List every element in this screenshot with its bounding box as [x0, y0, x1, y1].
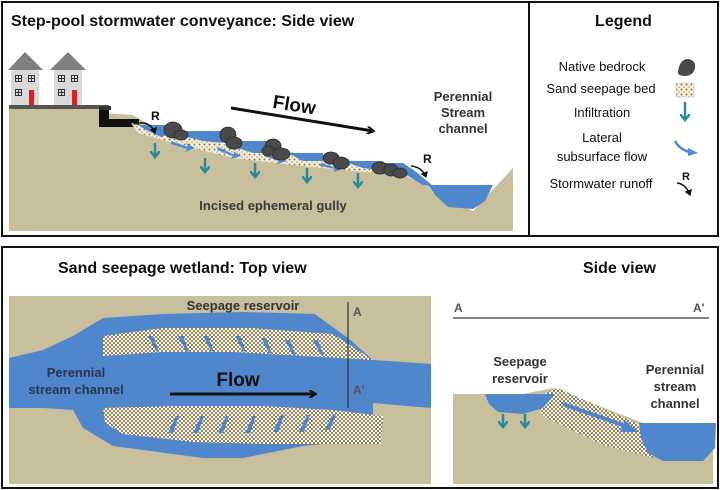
bedrock-icon	[677, 59, 696, 76]
top-view-reservoir-label: Seepage reservoir	[187, 298, 300, 313]
side-reservoir-label-1: Seepage	[493, 354, 546, 369]
top-view-sand-upper	[103, 328, 373, 360]
legend-label-lateral-2: subsurface flow	[556, 149, 648, 164]
outlet-pipe	[99, 107, 139, 127]
pipe-grate	[99, 106, 111, 110]
legend-title: Legend	[595, 13, 652, 30]
legend-icons: R	[673, 59, 698, 196]
side-view-infiltration-arrows	[503, 414, 525, 426]
lateral-flow-arrow-icon	[673, 140, 698, 156]
perennial-stream-water	[428, 185, 493, 209]
perennial-label-line-2: Stream	[441, 105, 485, 120]
bedrock-rocks	[163, 121, 408, 179]
gully-label: Incised ephemeral gully	[199, 198, 347, 213]
section-label-a-prime: Aʹ	[353, 383, 365, 397]
top-view-sand-lower	[103, 406, 383, 444]
runoff-arrow-icon	[676, 182, 693, 196]
wetland-diagrams: A Aʹ Flow Seepage reservoir Perennial st…	[9, 296, 716, 484]
runoff-icon-label: R	[682, 171, 690, 183]
step-pool-title: Step-pool stormwater conveyance: Side vi…	[11, 13, 355, 30]
legend-panel: Legend Native bedrock Sand seepage bed I…	[528, 1, 719, 237]
flow-arrow	[230, 106, 373, 131]
road	[9, 105, 109, 109]
house-1	[8, 52, 43, 105]
top-view-stream-label-2: stream channel	[28, 382, 123, 397]
side-section-label-a-prime: Aʹ	[693, 301, 705, 315]
house-2	[50, 52, 86, 105]
side-section-label-a: A	[454, 301, 463, 315]
side-view-stream-water	[639, 423, 716, 461]
step-pool-2	[178, 131, 223, 143]
runoff-label-2: R	[423, 152, 432, 166]
top-view-lateral-arrows-lower	[168, 414, 336, 433]
perennial-label-line-1: Perennial	[434, 89, 493, 104]
perennial-label-line-3: channel	[438, 121, 487, 136]
top-view-lateral-arrows-upper	[148, 336, 324, 356]
side-view-lateral-arrow	[562, 402, 638, 432]
step-pool-4	[288, 153, 323, 161]
side-reservoir-label-2: reservoir	[492, 371, 548, 386]
top-view-flow-label: Flow	[216, 370, 259, 391]
step-pool-diagram: Flow R R Perennial Stream channel Incise…	[8, 52, 513, 231]
side-stream-label-2: stream	[654, 379, 697, 394]
legend-label-sand-bed: Sand seepage bed	[546, 81, 656, 96]
section-label-a: A	[353, 305, 362, 319]
legend-label-bedrock: Native bedrock	[558, 59, 646, 74]
wetland-panel: Sand seepage wetland: Top view Side view	[1, 246, 719, 489]
side-view-reservoir-water	[485, 394, 555, 414]
legend-label-lateral-1: Lateral	[582, 130, 622, 145]
ground	[9, 107, 513, 231]
sand-bed-icon	[675, 82, 695, 98]
infiltration-arrows	[155, 143, 358, 186]
legend-label-infiltration: Infiltration	[573, 105, 631, 120]
top-view-title: Sand seepage wetland: Top view	[58, 260, 307, 277]
runoff-arrow-1	[138, 122, 158, 134]
top-view-stream-label-1: Perennial	[47, 365, 106, 380]
side-stream-label-1: Perennial	[646, 362, 705, 377]
runoff-arrow-2	[410, 165, 428, 178]
legend-label-runoff: Stormwater runoff	[549, 176, 653, 191]
runoff-label-1: R	[151, 109, 160, 123]
side-stream-label-3: channel	[650, 396, 699, 411]
side-view-title: Side view	[583, 260, 656, 277]
step-pool-panel: Step-pool stormwater conveyance: Side vi…	[1, 1, 530, 237]
